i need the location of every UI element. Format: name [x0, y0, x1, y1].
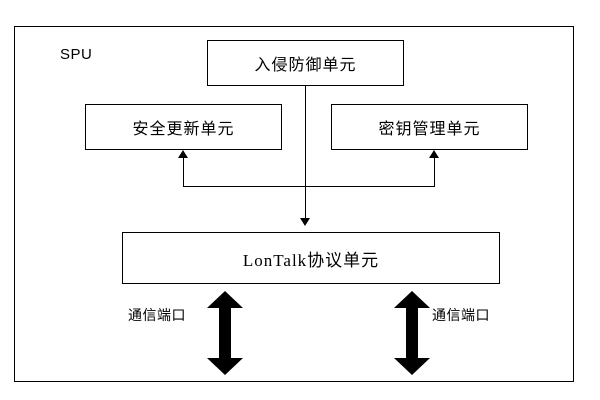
port-left-label: 通信端口 — [128, 307, 186, 323]
port-left-arrow-head-down-icon — [207, 358, 243, 375]
box-secure-update-unit[interactable]: 安全更新单元 — [85, 104, 282, 150]
port-left-double-arrow-icon — [207, 291, 243, 375]
box-intrusion-prevention-unit-label: 入侵防御单元 — [254, 57, 357, 74]
spu-boundary — [14, 26, 574, 382]
box-secure-update-unit-label: 安全更新单元 — [132, 121, 235, 138]
box-lontalk-protocol-unit[interactable]: LonTalk协议单元 — [122, 232, 500, 284]
connector-update-to-bus-line — [183, 158, 184, 186]
connector-update-arrowhead-icon — [178, 150, 188, 158]
box-key-management-unit[interactable]: 密钥管理单元 — [331, 104, 528, 150]
box-key-management-unit-label: 密钥管理单元 — [378, 121, 481, 138]
port-right-label: 通信端口 — [432, 307, 490, 323]
port-right-arrow-shaft — [406, 307, 418, 359]
port-right-arrow-head-up-icon — [394, 291, 430, 308]
port-left-arrow-shaft — [219, 307, 231, 359]
port-left-arrow-head-up-icon — [207, 291, 243, 308]
port-right-arrow-head-down-icon — [394, 358, 430, 375]
connector-key-to-bus-line — [434, 158, 435, 186]
connector-horizontal-bus-line — [183, 186, 435, 187]
spu-label: SPU — [60, 46, 93, 63]
box-lontalk-protocol-unit-label: LonTalk协议单元 — [242, 250, 380, 270]
port-right-double-arrow-icon — [394, 291, 430, 375]
connector-ips-to-lontalk-arrowhead-icon — [300, 218, 310, 226]
connector-key-arrowhead-icon — [429, 150, 439, 158]
connector-ips-to-lontalk-line — [305, 86, 306, 218]
box-intrusion-prevention-unit[interactable]: 入侵防御单元 — [207, 40, 404, 86]
